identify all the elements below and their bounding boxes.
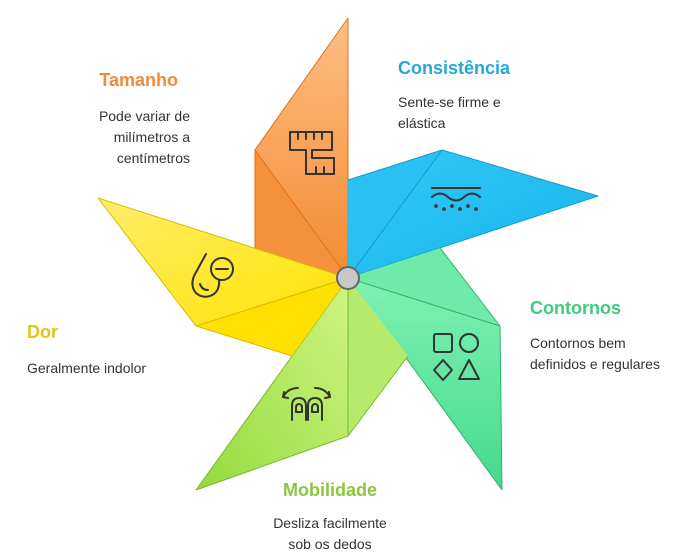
shapes-icon [433, 333, 480, 381]
blade-consistencia [347, 149, 599, 279]
dor-description: Geralmente indolor [27, 358, 187, 379]
pain-minus-icon [191, 253, 234, 298]
contornos-description: Contornos bem definidos e regulares [530, 333, 690, 375]
mobilidade-title: Mobilidade [283, 480, 377, 500]
dor-title: Dor [27, 322, 58, 342]
ruler-icon [289, 131, 335, 175]
mobilidade-description: Desliza facilmente sob os dedos [255, 513, 405, 555]
tamanho-line-3: centímetros [116, 150, 190, 166]
dor-line-1: Geralmente indolor [27, 360, 147, 376]
tamanho-description: Pode variar de milímetros a centímetros [40, 106, 190, 169]
mobilidade-line-1: Desliza facilmente [273, 515, 387, 531]
consistencia-line-1: Sente-se firme e [398, 94, 501, 110]
consistencia-line-2: elástica [398, 115, 446, 131]
fingers-slide-icon [282, 387, 331, 421]
blade-dor [97, 197, 349, 357]
tamanho-title: Tamanho [99, 70, 178, 90]
tamanho-line-2: milímetros a [113, 129, 190, 145]
tamanho-line-1: Pode variar de [98, 108, 190, 124]
blade-mobilidade [195, 277, 409, 491]
contornos-line-2: definidos e regulares [530, 356, 660, 372]
mobilidade-line-2: sob os dedos [288, 536, 372, 552]
consistencia-description: Sente-se firme e elástica [398, 92, 558, 134]
blade-tamanho [254, 17, 349, 279]
center-hub [336, 266, 360, 290]
contornos-title: Contornos [530, 298, 621, 318]
consistencia-title: Consistência [398, 58, 511, 78]
contornos-line-1: Contornos bem [530, 335, 626, 351]
texture-wave-icon [431, 187, 481, 211]
